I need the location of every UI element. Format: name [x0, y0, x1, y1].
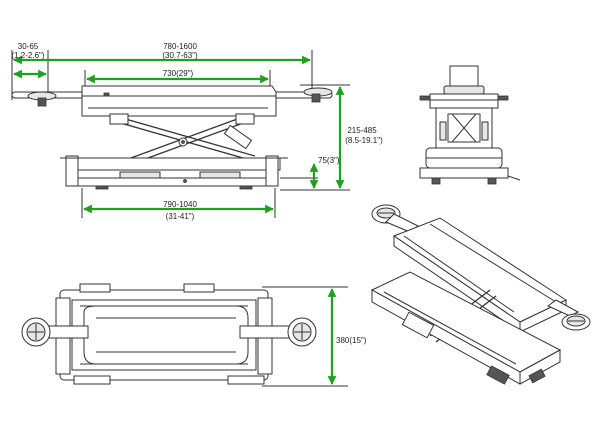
isometric-view [370, 204, 591, 385]
dim-top-width: 380(15") [336, 336, 367, 345]
dim-platform: 730(29") [163, 69, 194, 78]
dim-base: 790-1040 [163, 200, 197, 209]
dim-overall-length-inch: (30.7-63") [162, 51, 198, 60]
top-view: 380(15") [21, 283, 367, 387]
dim-pad-inch: (1.2-2.6") [11, 51, 44, 60]
dim-base-inch: (31-41") [166, 212, 195, 221]
dim-height-inch: (8.5-19.1") [345, 136, 383, 145]
front-view [419, 65, 521, 185]
dim-min-height: 75(3") [318, 156, 340, 165]
side-view: 780-1600 (30.7-63") 30-65 (1.2-2.6") 730… [11, 42, 383, 221]
dim-height: 215-485 [347, 126, 377, 135]
dim-overall-length: 780-1600 [163, 42, 197, 51]
dim-pad: 30-65 [18, 42, 39, 51]
